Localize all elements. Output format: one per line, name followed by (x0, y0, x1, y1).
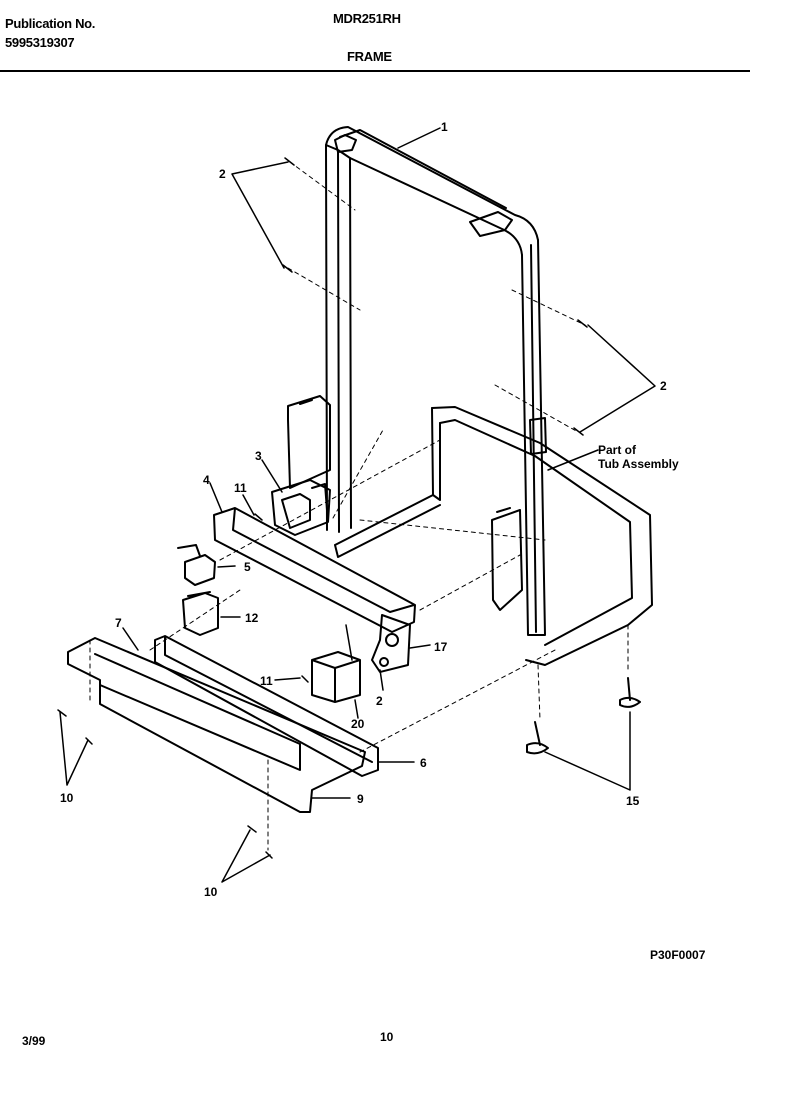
hinge-bracket-left (287, 395, 331, 489)
callout-2-lower: 2 (376, 694, 383, 708)
callout-11-upper: 11 (234, 481, 247, 495)
panel-support-part-4 (213, 507, 416, 633)
callout-3: 3 (255, 449, 262, 463)
callout-leaders (59, 127, 656, 883)
callout-10-left: 10 (60, 791, 74, 805)
callout-1: 1 (441, 120, 448, 134)
page-number: 10 (380, 1030, 394, 1044)
publication-number: 5995319307 (5, 35, 75, 50)
door-switch-part-3 (271, 479, 331, 536)
toe-plate-part-6 (154, 635, 379, 777)
callout-7: 7 (115, 616, 122, 630)
section-title: FRAME (347, 49, 392, 64)
callout-4: 4 (203, 473, 210, 487)
tub-assembly-label-line1: Part of (598, 443, 637, 457)
assembly-guide-lines (89, 161, 629, 851)
transformer-part-12 (182, 591, 219, 636)
callout-10-bottom: 10 (204, 885, 218, 899)
leveling-leg-left (526, 721, 549, 755)
header-rule (0, 70, 750, 72)
date-code: 3/99 (22, 1034, 46, 1048)
door-frame (325, 126, 547, 636)
callout-17: 17 (434, 640, 448, 654)
publication-label: Publication No. (5, 16, 96, 31)
callout-6: 6 (420, 756, 427, 770)
callout-15: 15 (626, 794, 640, 808)
box-part-20 (311, 651, 361, 703)
model-number: MDR251RH (333, 11, 401, 26)
hinge-bracket-right (491, 507, 523, 611)
callout-11-lower: 11 (260, 674, 273, 688)
switch-part-5 (177, 544, 216, 586)
tub-assembly-frame (334, 406, 653, 666)
leveling-leg-right (619, 677, 641, 708)
callout-9: 9 (357, 792, 364, 806)
callout-12: 12 (245, 611, 259, 625)
callout-5: 5 (244, 560, 251, 574)
tub-assembly-label-line2: Tub Assembly (598, 457, 679, 471)
control-panel-part-9 (67, 637, 366, 813)
callout-20: 20 (351, 717, 365, 731)
callout-2-upper-left: 2 (219, 167, 226, 181)
callout-2-right: 2 (660, 379, 667, 393)
figure-code: P30F0007 (650, 948, 706, 962)
